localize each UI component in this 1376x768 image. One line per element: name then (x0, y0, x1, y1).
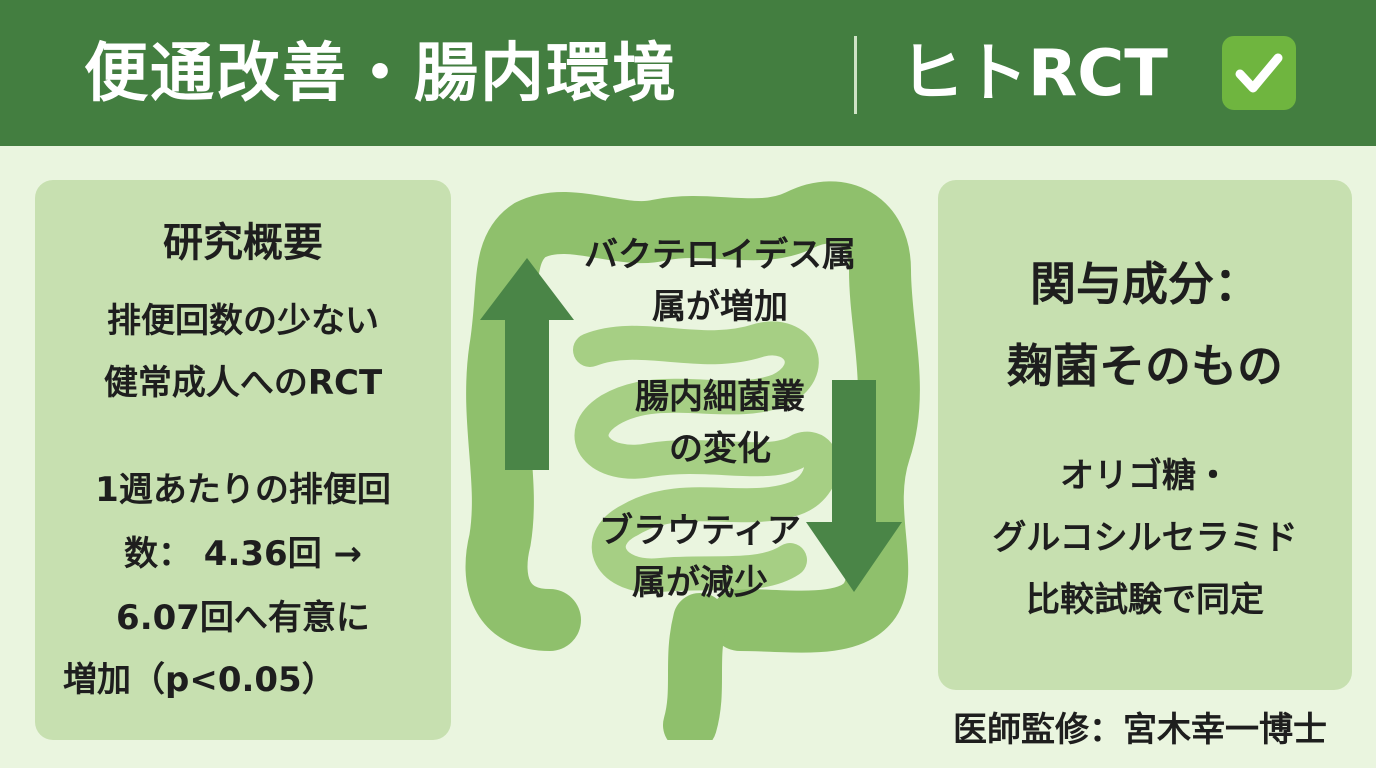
ingredient-heading1: 関与成分： (1030, 257, 1260, 311)
study-result-line4: 増加（p<0.05） (63, 660, 336, 700)
arrow-up-icon (480, 258, 574, 470)
bacteroides-text1: バクテロイデス属 (584, 235, 856, 275)
check-mark-icon (1222, 36, 1296, 110)
arrow-down-icon (806, 380, 902, 592)
study-subject-line2: 健常成人へのRCT (103, 363, 383, 403)
ingredient-line1: オリゴ糖・ (1060, 456, 1230, 496)
study-result-line1: 1週あたりの排便回 (95, 470, 391, 510)
ingredient-line3: 比較試験で同定 (1026, 580, 1264, 620)
header-banner: 便通改善・腸内環境 ヒトRCT (0, 0, 1376, 146)
blautia-text2: 属が減少 (632, 563, 768, 603)
microbiota-text1: 腸内細菌叢 (635, 377, 805, 417)
study-result-line2: 数： 4.36回 → (123, 534, 363, 574)
title-divider (854, 36, 857, 114)
study-overview-heading: 研究概要 (163, 220, 323, 266)
title-rct: ヒトRCT (900, 37, 1168, 111)
study-result-line3: 6.07回へ有意に (116, 598, 370, 638)
supervisor-credit: 医師監修：宮木幸一博士 (953, 710, 1327, 750)
ingredient-panel: 関与成分： 麹菌そのもの オリゴ糖・ グルコシルセラミド 比較試験で同定 (938, 180, 1352, 690)
study-subject-line1: 排便回数の少ない (107, 301, 379, 341)
microbiota-text2: の変化 (669, 429, 771, 469)
intestine-illustration (465, 181, 920, 740)
study-overview-panel: 研究概要 排便回数の少ない 健常成人へのRCT 1週あたりの排便回 数： 4.3… (35, 180, 451, 740)
ingredient-heading2: 麹菌そのもの (1007, 339, 1283, 393)
bacteroides-text2: 属が増加 (652, 287, 788, 327)
ingredient-line2: グルコシルセラミド (992, 518, 1298, 558)
blautia-text1: ブラウティア (599, 511, 801, 551)
page-title: 便通改善・腸内環境 (84, 37, 678, 111)
